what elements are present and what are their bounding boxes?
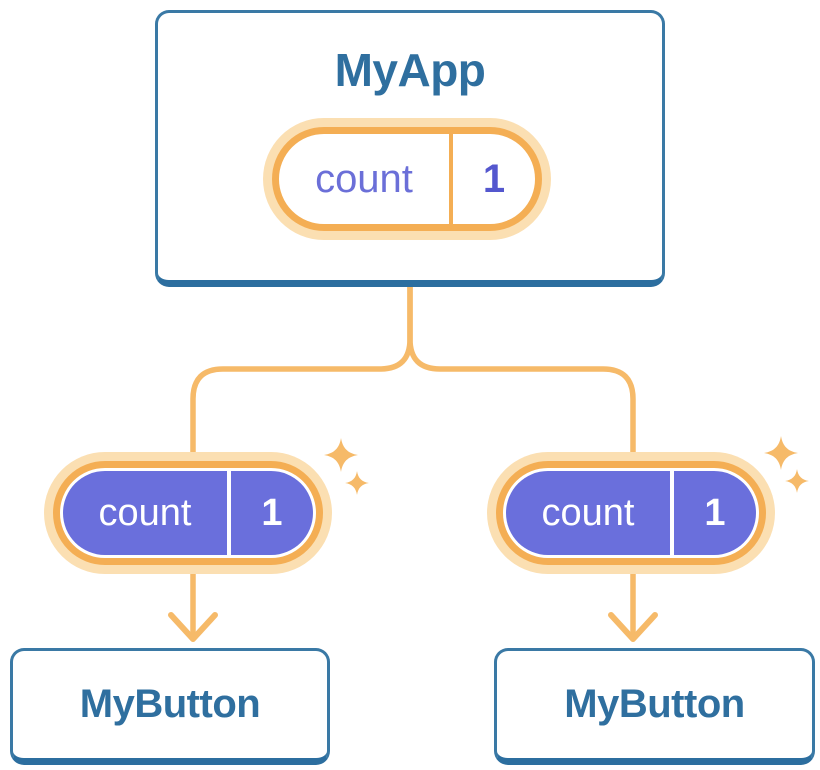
prop-pill-value: 1: [227, 471, 313, 555]
component-title-mybutton: MyButton: [79, 682, 261, 726]
prop-pill: count 1: [496, 461, 766, 565]
prop-pill-label: count: [541, 491, 635, 534]
prop-pill-label: count: [98, 491, 192, 534]
prop-pill-value: 1: [670, 471, 756, 555]
state-pill-myapp: count 1: [263, 118, 551, 240]
component-title-mybutton: MyButton: [564, 682, 745, 726]
sparkle-icon: [764, 436, 809, 493]
arrow-right-head: [608, 612, 658, 642]
component-title-myapp: MyApp: [334, 44, 486, 96]
prop-pill-right: count 1: [487, 452, 775, 574]
component-node-mybutton-left: MyButton: [10, 648, 330, 765]
state-pill-value: 1: [449, 134, 535, 224]
state-pill-label: count: [315, 156, 413, 201]
arrow-left-head: [168, 612, 218, 642]
fork-connector-right: [407, 284, 636, 463]
component-node-mybutton-right: MyButton: [494, 648, 815, 765]
prop-pill-left: count 1: [44, 452, 332, 574]
sparkle-icon: [324, 438, 369, 495]
fork-connector-left: [190, 284, 413, 463]
component-node-myapp: MyApp: [155, 10, 665, 287]
state-pill: count 1: [272, 127, 542, 231]
prop-pill: count 1: [53, 461, 323, 565]
